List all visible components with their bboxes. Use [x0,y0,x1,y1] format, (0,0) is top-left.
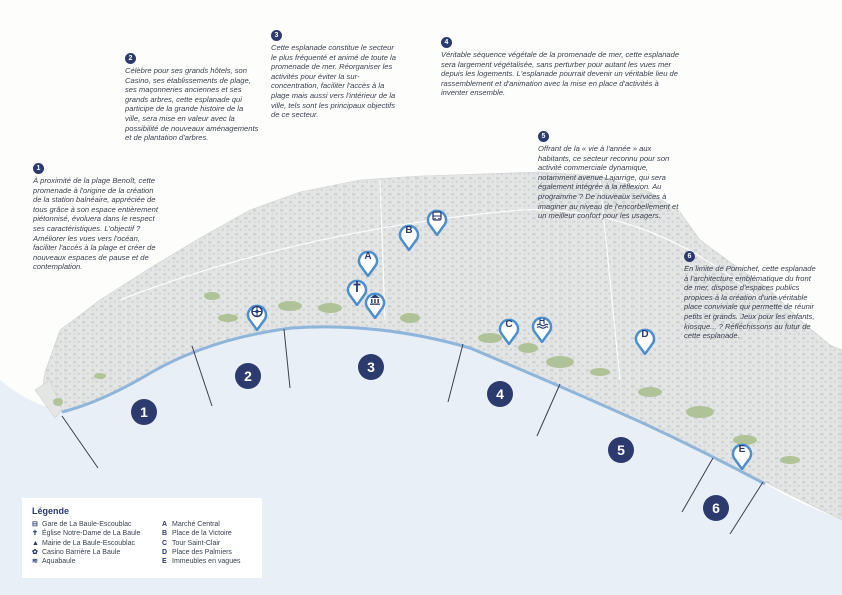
legend-item-a: A Marché Central [162,520,240,529]
pin-letter: E [738,444,746,455]
train-icon: ⊟ [32,521,38,528]
roads [119,179,761,381]
legend-item-b: B Place de la Victoire [162,529,240,538]
pool-icon [531,316,553,343]
legend-letter: A [162,521,168,528]
cross-icon: ✝ [32,530,38,538]
note-text: En limite de Pornichet, cette esplanade … [684,264,816,341]
legend-item-church: ✝ Église Notre-Dame de La Baule [32,529,140,538]
legend-item-train: ⊟ Gare de La Baule-Escoublac [32,520,140,529]
legend-label: Place des Palmiers [172,548,232,556]
note-4: 4 Véritable séquence végétale de la prom… [441,37,686,98]
sector-dividers [61,328,764,535]
zone-6-marker: 6 [703,495,729,521]
zone-3-marker: 3 [358,354,384,380]
note-badge: 1 [33,163,44,174]
legend-label: Place de la Victoire [172,530,232,538]
legend-label: Aquabaule [42,558,76,566]
legend-item-pool: ≋ Aquabaule [32,557,140,566]
legend-item-casino: ✿ Casino Barrière La Baule [32,548,140,557]
legend-item-c: C Tour Saint-Clair [162,539,240,548]
zone-4-marker: 4 [487,381,513,407]
legend-label: Mairie de La Baule-Escoublac [42,539,135,547]
legend-label: Marché Central [172,521,220,528]
legend-item-d: D Place des Palmiers [162,548,240,557]
pin-d[interactable]: D [634,326,656,355]
note-1: 1 À proximité de la plage Benoît, cette … [33,163,163,272]
cross-icon [346,279,368,306]
legend-label: Gare de La Baule-Escoublac [42,521,132,528]
note-2: 2 Célèbre pour ses grands hôtels, son Ca… [125,53,260,143]
pin-letter: B [405,225,413,236]
pool-icon: ≋ [32,558,38,566]
note-text: Cette esplanade constitue le secteur le … [271,43,396,120]
pin-letter: C [505,319,513,330]
promenade-line [61,325,766,486]
legend-label: Immeubles en vagues [172,558,241,566]
legend-letter: C [162,539,168,547]
train-icon [426,209,448,236]
note-text: Célèbre pour ses grands hôtels, son Casi… [125,66,259,143]
legend-letter: D [162,548,168,556]
zone-2-marker: 2 [235,363,261,389]
pin-c[interactable]: C [498,316,520,345]
casino-pin[interactable] [246,302,268,331]
legend-title: Légende [32,506,70,516]
legend-label: Casino Barrière La Baule [42,548,121,556]
zone-1-marker: 1 [131,399,157,425]
legend-icons-column: ⊟ Gare de La Baule-Escoublac ✝ Église Notr… [32,520,140,566]
pin-e[interactable]: E [731,441,753,470]
town-hall-icon: ▲ [32,539,39,547]
casino-icon: ✿ [32,548,38,556]
green-spaces [53,292,800,464]
note-6: 6 En limite de Pornichet, cette esplanad… [684,251,819,341]
note-text: À proximité de la plage Benoît, cette pr… [33,176,158,272]
pin-b[interactable]: B [398,222,420,251]
legend-item-e: E Immeubles en vagues [162,557,240,566]
pin-letter: A [364,251,372,262]
pin-a[interactable]: A [357,248,379,277]
legend-label: Église Notre-Dame de La Baule [42,530,141,538]
pier [34,379,63,419]
note-badge: 6 [684,251,695,262]
note-5: 5 Offrant de la « vie à l'année » aux ha… [538,131,686,221]
note-badge: 2 [125,53,136,64]
legend-letter: B [162,530,168,538]
train-station-pin[interactable] [426,207,448,236]
note-badge: 3 [271,30,282,41]
note-text: Offrant de la « vie à l'année » aux habi… [538,144,679,221]
map-legend: Légende ⊟ Gare de La Baule-Escoublac ✝ Égl… [22,498,262,578]
legend-letter: E [162,558,167,566]
note-badge: 4 [441,37,452,48]
casino-icon [246,304,268,331]
legend-item-town-hall: ▲Mairie de La Baule-Escoublac [32,539,140,548]
church-pin[interactable] [346,277,368,306]
legend-label: Tour Saint-Clair [172,539,221,547]
pin-letter: D [641,329,649,340]
note-3: 3 Cette esplanade constitue le secteur l… [271,30,401,120]
aquabaule-pin[interactable] [531,314,553,343]
note-badge: 5 [538,131,549,142]
note-text: Véritable séquence végétale de la promen… [441,50,680,98]
town-hall-pin[interactable] [364,290,386,319]
zone-5-marker: 5 [608,437,634,463]
town-hall-icon [364,292,386,319]
